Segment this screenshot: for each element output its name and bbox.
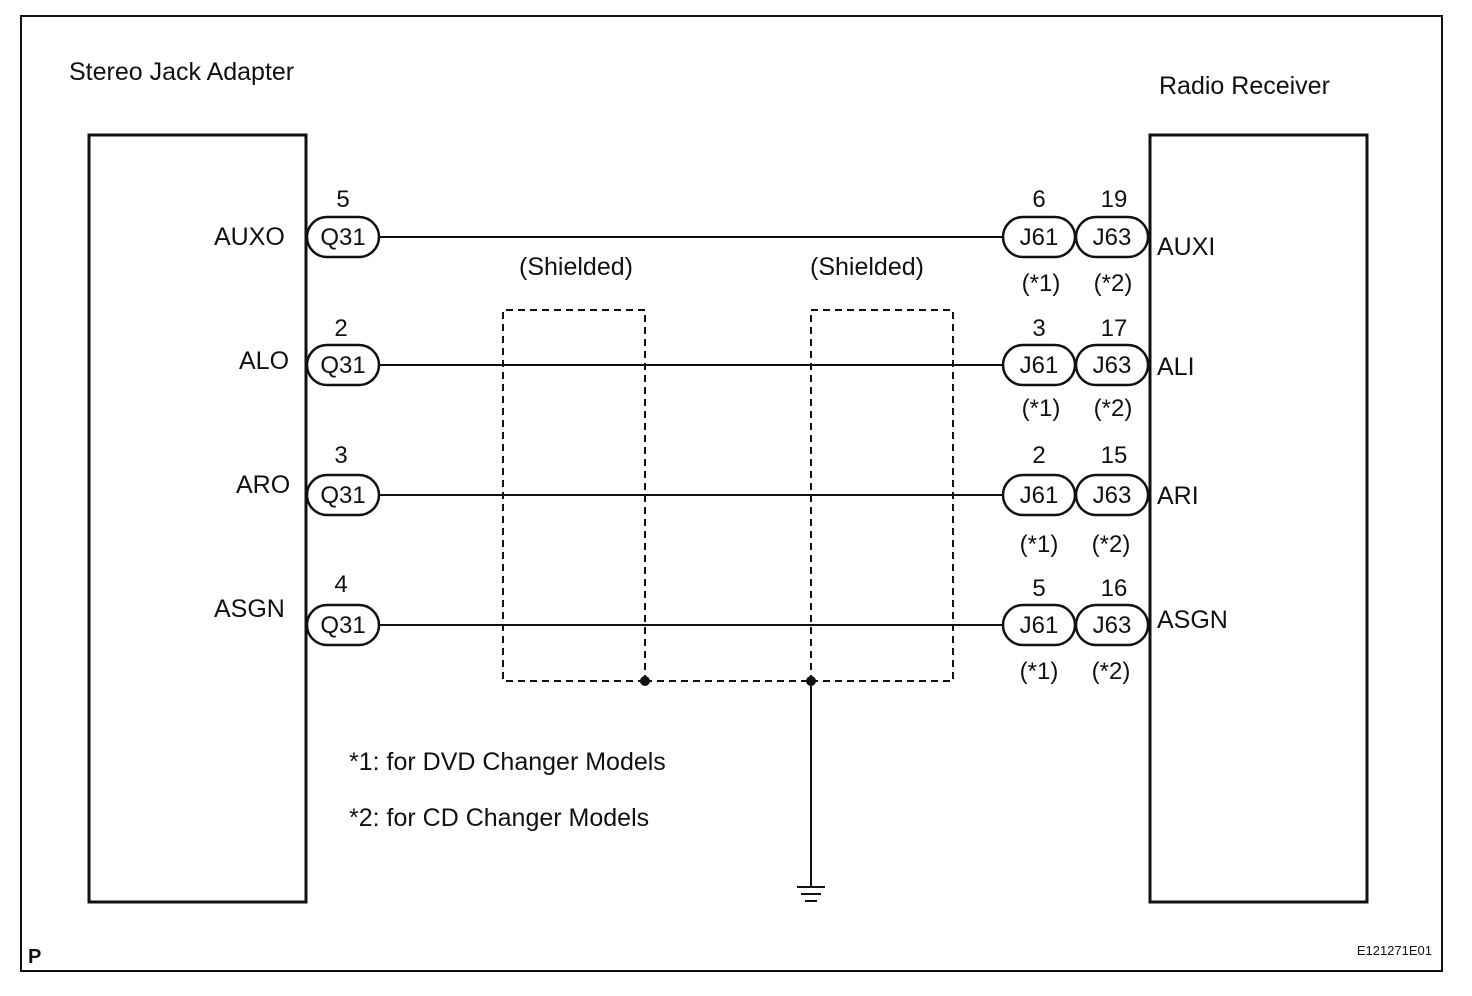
pin-number: 5 <box>336 186 349 213</box>
wire-aro-ari: ARO 3 Q31 2 15 J61 J63 (*1) (*2) ARI <box>236 442 1199 558</box>
wire-asgn-asgn: ASGN 4 Q31 5 16 J61 J63 (*1) (*2) ASGN <box>214 571 1228 685</box>
corner-mark: P <box>28 946 41 968</box>
note-cd-changer: *2: for CD Changer Models <box>349 804 649 832</box>
connector-label: J61 <box>1020 482 1059 509</box>
terminal-label-alo: ALO <box>239 347 289 375</box>
terminal-label-aro: ARO <box>236 471 290 499</box>
figure-id: E121271E01 <box>1357 943 1432 958</box>
connector-label: Q31 <box>320 612 365 639</box>
pin-number: 19 <box>1101 186 1128 213</box>
connector-j63 <box>1074 473 1150 517</box>
variant-note-ref: (*2) <box>1092 531 1131 558</box>
connector-label: J63 <box>1093 224 1132 251</box>
connector-label: Q31 <box>320 352 365 379</box>
terminal-label-asgn: ASGN <box>1157 606 1228 634</box>
radio-receiver-box <box>1148 133 1369 904</box>
diagram-frame <box>20 15 1443 972</box>
stereo-jack-adapter-title: Stereo Jack Adapter <box>69 58 294 86</box>
pin-number: 4 <box>334 571 347 598</box>
connector-label: J61 <box>1020 352 1059 379</box>
variant-note-ref: (*2) <box>1094 395 1133 422</box>
connector-label: Q31 <box>320 482 365 509</box>
pin-number: 6 <box>1032 186 1045 213</box>
pin-number: 3 <box>334 442 347 469</box>
shield-label-right: (Shielded) <box>810 253 924 281</box>
ground-icon <box>797 886 825 902</box>
radio-receiver-title: Radio Receiver <box>1159 72 1330 100</box>
connector-label: J63 <box>1093 482 1132 509</box>
note-dvd-changer: *1: for DVD Changer Models <box>349 748 666 776</box>
variant-note-ref: (*2) <box>1094 270 1133 297</box>
connector-label: Q31 <box>320 224 365 251</box>
shield-label-left: (Shielded) <box>519 253 633 281</box>
terminal-label-auxo: AUXO <box>214 223 285 251</box>
terminal-label-auxi: AUXI <box>1157 233 1215 261</box>
pin-number: 2 <box>334 315 347 342</box>
connector-j63 <box>1074 215 1150 259</box>
variant-note-ref: (*1) <box>1022 395 1061 422</box>
pin-number: 17 <box>1101 315 1128 342</box>
pin-number: 16 <box>1101 575 1128 602</box>
stereo-jack-adapter-box <box>87 133 308 904</box>
pin-number: 2 <box>1032 442 1045 469</box>
variant-note-ref: (*2) <box>1092 658 1131 685</box>
pin-number: 3 <box>1032 315 1045 342</box>
variant-note-ref: (*1) <box>1020 531 1059 558</box>
pin-number: 15 <box>1101 442 1128 469</box>
connector-j63 <box>1074 603 1150 647</box>
variant-note-ref: (*1) <box>1020 658 1059 685</box>
variant-note-ref: (*1) <box>1022 270 1061 297</box>
connector-label: J61 <box>1020 612 1059 639</box>
connector-label: J61 <box>1020 224 1059 251</box>
connector-label: J63 <box>1093 352 1132 379</box>
pin-number: 5 <box>1032 575 1045 602</box>
connector-j63 <box>1074 343 1150 387</box>
terminal-label-asgn: ASGN <box>214 595 285 623</box>
wire-alo-ali: ALO 2 Q31 3 17 J61 J63 (*1) (*2) ALI <box>239 315 1195 422</box>
terminal-label-ari: ARI <box>1157 482 1199 510</box>
splice-point <box>640 676 650 686</box>
wire-auxo-auxi: AUXO 5 Q31 6 19 J61 J63 (*1) (*2) AUXI <box>214 186 1215 297</box>
connector-label: J63 <box>1093 612 1132 639</box>
terminal-label-ali: ALI <box>1157 353 1195 381</box>
